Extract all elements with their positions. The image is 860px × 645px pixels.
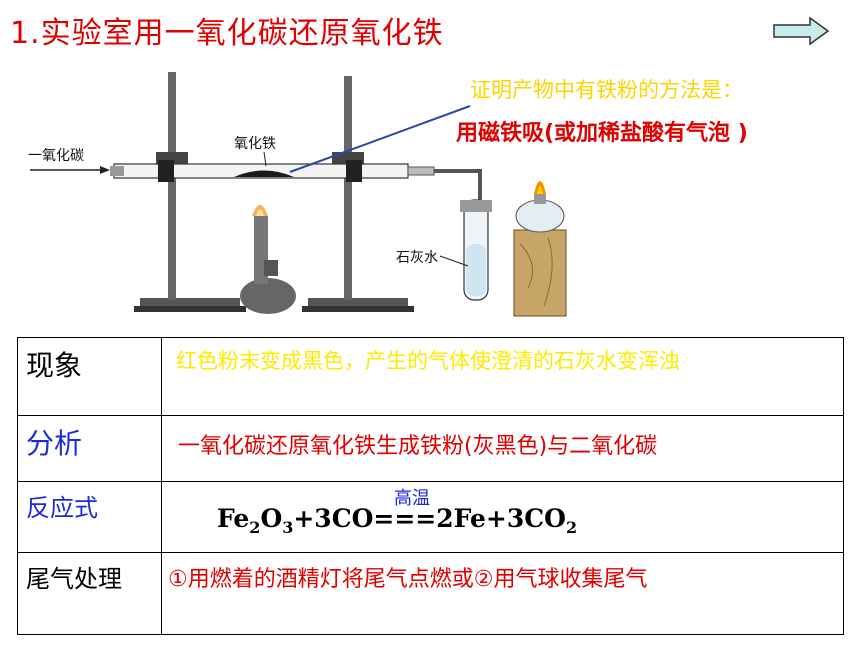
analysis-text: 一氧化碳还原氧化铁生成铁粉(灰黑色)与二氧化碳: [161, 415, 844, 482]
left-iron-stand: [134, 72, 246, 312]
phenomenon-text: 红色粉末变成黑色，产生的气体使澄清的石灰水变浑浊: [161, 337, 844, 416]
bunsen-burner: [240, 205, 296, 314]
table-row-phenomenon: 现象 红色粉末变成黑色，产生的气体使澄清的石灰水变浑浊: [17, 337, 844, 416]
chemical-equation: Fe2O3+3CO===2Fe+3CO2: [217, 504, 578, 537]
right-iron-stand: [302, 76, 414, 312]
experiment-summary-table: 现象 红色粉末变成黑色，产生的气体使澄清的石灰水变浑浊 分析 一氧化碳还原氧化铁…: [17, 337, 844, 635]
table-row-equation: 反应式 高温 Fe2O3+3CO===2Fe+3CO2: [17, 481, 844, 553]
alcohol-lamp: [513, 181, 567, 317]
right-arrow-icon[interactable]: [772, 16, 830, 46]
limewater-label: 石灰水: [396, 250, 438, 266]
co-inlet-arrow: [30, 166, 110, 174]
slide-title: 1.实验室用一氧化碳还原氧化铁: [10, 16, 444, 51]
iron-oxide-label: 氧化铁: [234, 136, 276, 152]
analysis-label: 分析: [26, 427, 83, 460]
callout-question: 证明产物中有铁粉的方法是：: [470, 78, 743, 102]
table-row-analysis: 分析 一氧化碳还原氧化铁生成铁粉(灰黑色)与二氧化碳: [17, 415, 844, 482]
co-inlet-label: 一氧化碳: [28, 148, 84, 164]
reaction-condition: 高温: [394, 488, 430, 509]
tail-gas-label: 尾气处理: [26, 565, 122, 593]
experiment-apparatus-diagram: 一氧化碳 氧化铁 石灰水: [28, 72, 567, 317]
callout-answer: 用磁铁吸(或加稀盐酸有气泡 ): [456, 121, 748, 146]
glass-tube: [110, 160, 435, 182]
callout-pointer: [289, 105, 471, 173]
table-row-tail-gas: 尾气处理 ①用燃着的酒精灯将尾气点燃或②用气球收集尾气: [17, 552, 844, 635]
limewater-test-tube: [460, 199, 492, 301]
equation-label: 反应式: [26, 494, 98, 522]
tail-gas-text: ①用燃着的酒精灯将尾气点燃或②用气球收集尾气: [161, 552, 844, 635]
phenomenon-label: 现象: [26, 349, 83, 382]
